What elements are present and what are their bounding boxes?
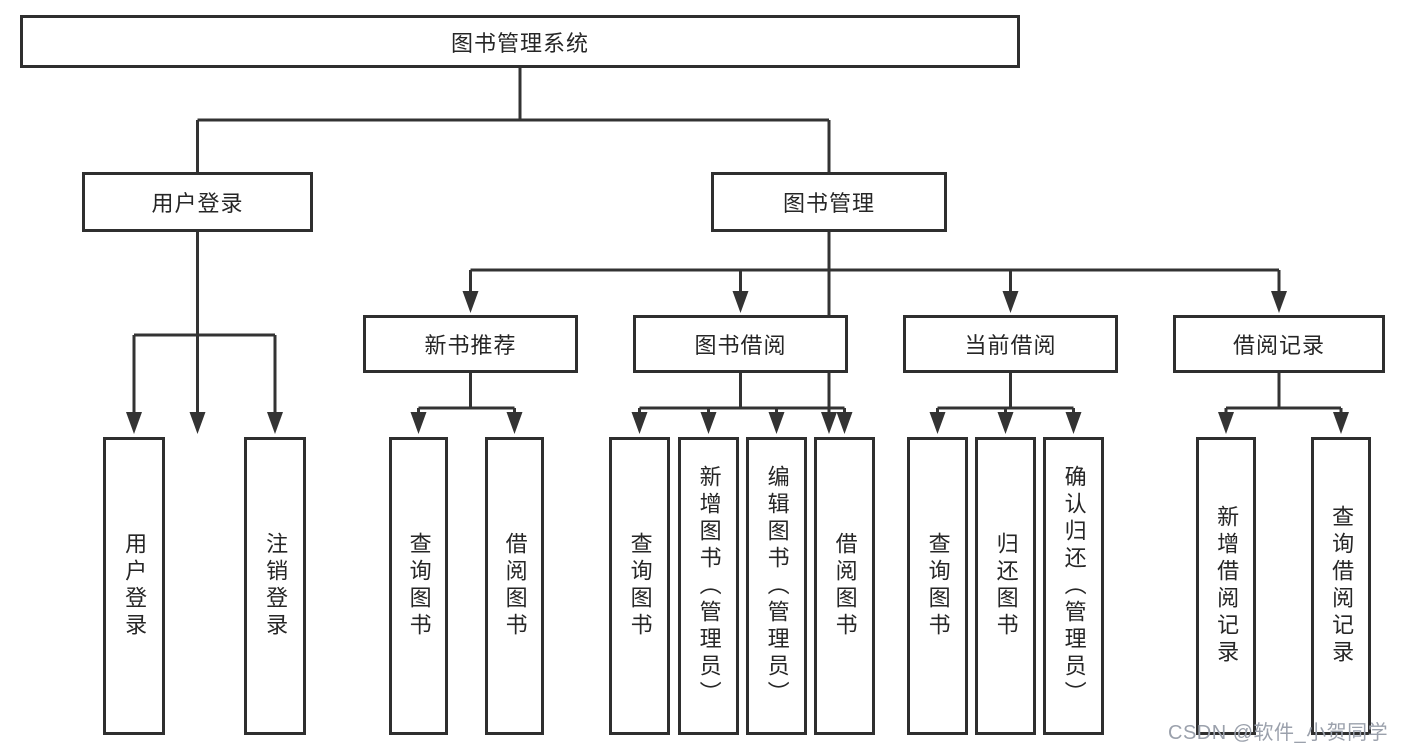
node-label: 查询图书 <box>406 532 432 640</box>
node-book-management: 图书管理 <box>711 172 947 232</box>
node-library-management-system: 图书管理系统 <box>20 15 1020 68</box>
node-label: 查询借阅记录 <box>1329 505 1355 667</box>
node-label: 注销登录 <box>263 532 289 640</box>
watermark-text: CSDN @软件_小贺同学 <box>1168 722 1389 744</box>
node-new-book-recommendation: 新书推荐 <box>363 315 578 373</box>
node-label: 新增借阅记录 <box>1214 505 1240 667</box>
node-query-books-recommend: 查询图书 <box>389 437 448 735</box>
node-edit-books-admin: 编辑图书（管理员） <box>746 437 807 735</box>
node-query-borrow-record: 查询借阅记录 <box>1311 437 1371 735</box>
node-borrow-books-recommend: 借阅图书 <box>485 437 544 735</box>
node-add-books-admin: 新增图书（管理员） <box>678 437 739 735</box>
node-label: 借阅图书 <box>832 532 858 640</box>
node-borrow-books-borrowing: 借阅图书 <box>814 437 875 735</box>
node-label: 查询图书 <box>627 532 653 640</box>
node-book-borrowing: 图书借阅 <box>633 315 848 373</box>
node-label: 借阅图书 <box>502 532 528 640</box>
node-confirm-return-admin: 确认归还（管理员） <box>1043 437 1104 735</box>
node-user-login: 用户登录 <box>82 172 313 232</box>
node-label: 归还图书 <box>993 532 1019 640</box>
node-label: 确认归还（管理员） <box>1061 464 1087 708</box>
node-label: 新增图书（管理员） <box>696 464 722 708</box>
node-current-borrowing: 当前借阅 <box>903 315 1118 373</box>
node-label: 编辑图书（管理员） <box>764 464 790 708</box>
node-user-login-action: 用户登录 <box>103 437 165 735</box>
node-query-books-borrowing: 查询图书 <box>609 437 670 735</box>
node-label: 用户登录 <box>122 532 148 640</box>
node-label: 查询图书 <box>925 532 951 640</box>
node-borrowing-records: 借阅记录 <box>1173 315 1385 373</box>
node-add-borrow-record: 新增借阅记录 <box>1196 437 1256 735</box>
node-return-books: 归还图书 <box>975 437 1036 735</box>
node-query-books-current: 查询图书 <box>907 437 968 735</box>
node-logout: 注销登录 <box>244 437 306 735</box>
